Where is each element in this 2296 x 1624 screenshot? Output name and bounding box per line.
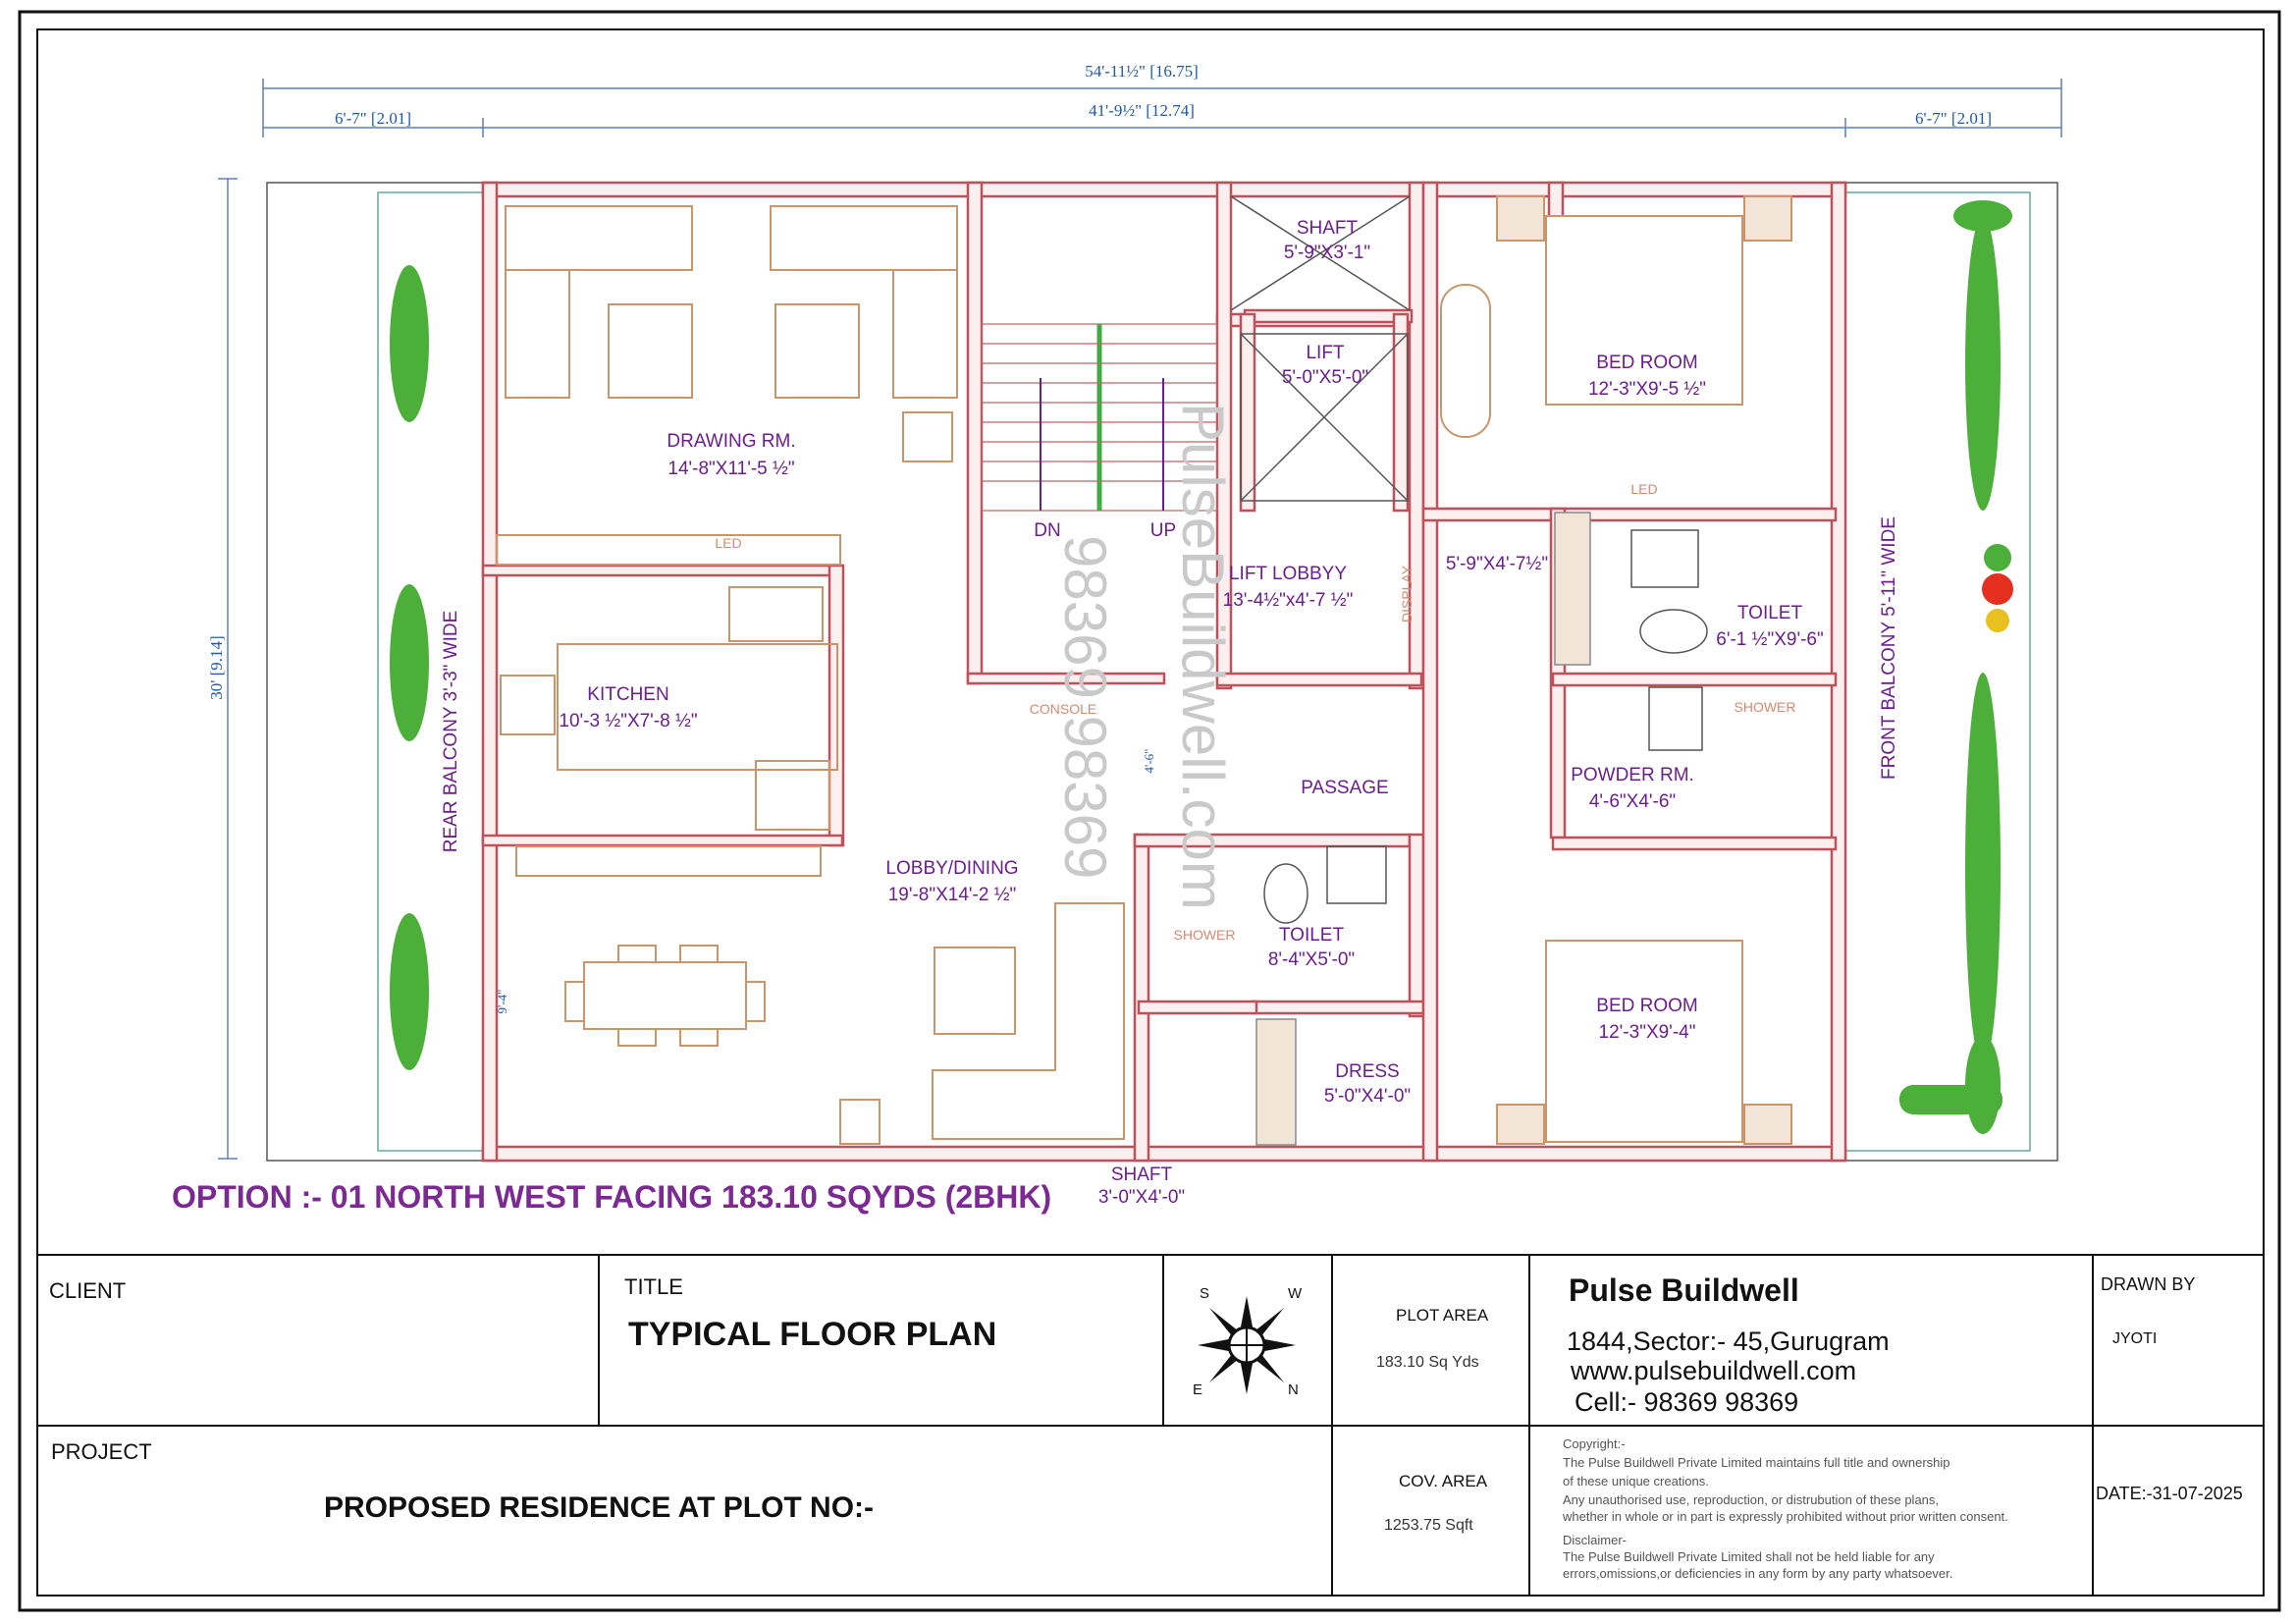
kitchen-name: KITCHEN bbox=[587, 684, 668, 705]
bed-room-1-name: BED ROOM bbox=[1596, 352, 1697, 373]
cov-area-value: 1253.75 Sqft bbox=[1384, 1517, 1473, 1534]
option-caption: OPTION :- 01 NORTH WEST FACING 183.10 SQ… bbox=[172, 1179, 1051, 1215]
front-balcony-label: FRONT BALCONY 5'-11" WIDE bbox=[1879, 516, 1899, 780]
dress-size: 5'-0"X4'-0" bbox=[1324, 1086, 1411, 1107]
rear-plants bbox=[390, 265, 429, 1070]
rear-balcony-label: REAR BALCONY 3'-3" WIDE bbox=[441, 611, 461, 853]
passage-size: 5'-9"X4'-7½" bbox=[1446, 554, 1548, 574]
company-name: Pulse Buildwell bbox=[1569, 1272, 1799, 1308]
shaft-bottom-size: 3'-0"X4'-0" bbox=[1098, 1187, 1185, 1208]
front-balcony-area bbox=[1842, 191, 2031, 1152]
toilet-1-size: 6'-1 ½"X9'-6" bbox=[1716, 629, 1823, 650]
building-walls bbox=[481, 181, 1847, 1163]
copyright-line: Disclaimer- bbox=[1563, 1533, 1627, 1547]
lift-size: 5'-0"X5'-0" bbox=[1282, 367, 1368, 388]
lobby-dining-size: 19'-8"X14'-2 ½" bbox=[888, 885, 1017, 905]
shaft-top-size: 5'-9"X3'-1" bbox=[1284, 243, 1370, 263]
passage-name: PASSAGE bbox=[1301, 778, 1388, 798]
copyright-line: The Pulse Buildwell Private Limited main… bbox=[1563, 1455, 1950, 1470]
sheet-inner-border bbox=[36, 28, 2265, 1597]
company-cell: Cell:- 98369 98369 bbox=[1575, 1387, 1798, 1417]
client-label: CLIENT bbox=[49, 1278, 126, 1303]
lift-name: LIFT bbox=[1306, 343, 1344, 363]
company-address: 1844,Sector:- 45,Gurugram bbox=[1567, 1326, 1890, 1356]
led-label-1: LED bbox=[715, 535, 741, 551]
cov-area-label: COV. AREA bbox=[1399, 1472, 1488, 1490]
shower-label-1: SHOWER bbox=[1174, 927, 1236, 943]
lift-lobby-name: LIFT LOBBYY bbox=[1229, 564, 1347, 584]
bed-2 bbox=[1496, 940, 1792, 1145]
title-block bbox=[37, 1254, 2264, 1596]
toilet-1-name: TOILET bbox=[1737, 603, 1803, 623]
compass-n: N bbox=[1288, 1381, 1299, 1398]
drawing-room-size: 14'-8"X11'-5 ½" bbox=[667, 459, 794, 479]
copyright-line: The Pulse Buildwell Private Limited shal… bbox=[1563, 1549, 1935, 1564]
dining-table bbox=[515, 845, 1125, 1145]
staircase bbox=[981, 323, 1218, 512]
drawing-room-name: DRAWING RM. bbox=[667, 431, 795, 452]
kitchen-size: 10'-3 ½"X7'-8 ½" bbox=[559, 711, 697, 731]
copyright-line: Copyright:- bbox=[1563, 1436, 1626, 1451]
bed-room-1-size: 12'-3"X9'-5 ½" bbox=[1588, 379, 1706, 400]
lobby-dining-name: LOBBY/DINING bbox=[885, 858, 1018, 879]
title-value: TYPICAL FLOOR PLAN bbox=[628, 1316, 996, 1353]
lift-lobby-size: 13'-4½"x4'-7 ½" bbox=[1223, 590, 1354, 611]
led-label-2: LED bbox=[1630, 481, 1657, 497]
drawn-by-label: DRAWN BY bbox=[2101, 1274, 2195, 1294]
dress-name: DRESS bbox=[1335, 1061, 1399, 1082]
dining-gap-dim: 9'-4" bbox=[495, 990, 509, 1014]
copyright-line: Any unauthorised use, reproduction, or d… bbox=[1563, 1492, 1939, 1507]
sheet-border bbox=[18, 10, 2281, 1612]
compass-icon bbox=[1198, 1296, 1296, 1394]
copyright-line: of these unique creations. bbox=[1563, 1474, 1709, 1489]
compass-s: S bbox=[1200, 1285, 1209, 1302]
project-value: PROPOSED RESIDENCE AT PLOT NO:- bbox=[324, 1491, 874, 1524]
kitchen-counter bbox=[500, 586, 838, 831]
flower-icon bbox=[1982, 544, 2013, 632]
copyright-line: errors,omissions,or deficiencies in any … bbox=[1563, 1566, 1952, 1581]
right-width-dim: 6'-7" [2.01] bbox=[1915, 109, 1992, 128]
dimension-lines bbox=[218, 79, 2062, 1160]
toilet-fixtures bbox=[1255, 512, 1708, 1146]
plot-area-value: 183.10 Sq Yds bbox=[1376, 1354, 1479, 1371]
powder-room-name: POWDER RM. bbox=[1571, 765, 1694, 785]
depth-dim: 30' [9.14] bbox=[207, 635, 226, 699]
copyright-notice: Copyright:- The Pulse Buildwell Private … bbox=[1562, 1436, 2008, 1581]
drawing-room-furniture bbox=[496, 205, 958, 566]
copyright-line: whether in whole or in part is expressly… bbox=[1562, 1509, 2008, 1524]
dn-label: DN bbox=[1034, 520, 1060, 541]
display-label: DISPLAY bbox=[1399, 565, 1415, 623]
powder-room-size: 4'-6"X4'-6" bbox=[1589, 791, 1676, 812]
front-plants bbox=[1899, 200, 2012, 1134]
left-width-dim: 6'-7" [2.01] bbox=[335, 109, 411, 128]
bed-1 bbox=[1440, 195, 1792, 438]
company-website: www.pulsebuildwell.com bbox=[1570, 1356, 1856, 1385]
project-label: PROJECT bbox=[51, 1439, 152, 1464]
compass-e: E bbox=[1193, 1381, 1202, 1398]
date-label: DATE:-31-07-2025 bbox=[2096, 1484, 2243, 1503]
console-label: CONSOLE bbox=[1030, 701, 1096, 717]
toilet-2-size: 8'-4"X5'-0" bbox=[1268, 949, 1355, 970]
lift-box bbox=[1230, 195, 1411, 502]
compass-w: W bbox=[1288, 1285, 1303, 1302]
drawn-by-value: JYOTI bbox=[2112, 1330, 2157, 1347]
middle-width-dim: 41'-9½" [12.74] bbox=[1089, 101, 1195, 120]
shower-label-2: SHOWER bbox=[1735, 699, 1796, 715]
bed-room-2-size: 12'-3"X9'-4" bbox=[1599, 1022, 1696, 1043]
toilet-2-name: TOILET bbox=[1279, 925, 1345, 946]
watermark-phone: 98369 98369 bbox=[1052, 535, 1118, 879]
shaft-top-name: SHAFT bbox=[1297, 218, 1359, 239]
shaft-bottom-name: SHAFT bbox=[1111, 1164, 1173, 1185]
title-label: TITLE bbox=[624, 1274, 683, 1299]
door-gap-dim: 4'-6" bbox=[1142, 749, 1156, 774]
watermark-website: PulseBuildwell.com bbox=[1170, 403, 1236, 910]
up-label: UP bbox=[1150, 520, 1176, 541]
plot-area-label: PLOT AREA bbox=[1396, 1306, 1489, 1325]
overall-width-dim: 54'-11½" [16.75] bbox=[1085, 62, 1199, 81]
bed-room-2-name: BED ROOM bbox=[1596, 996, 1697, 1016]
